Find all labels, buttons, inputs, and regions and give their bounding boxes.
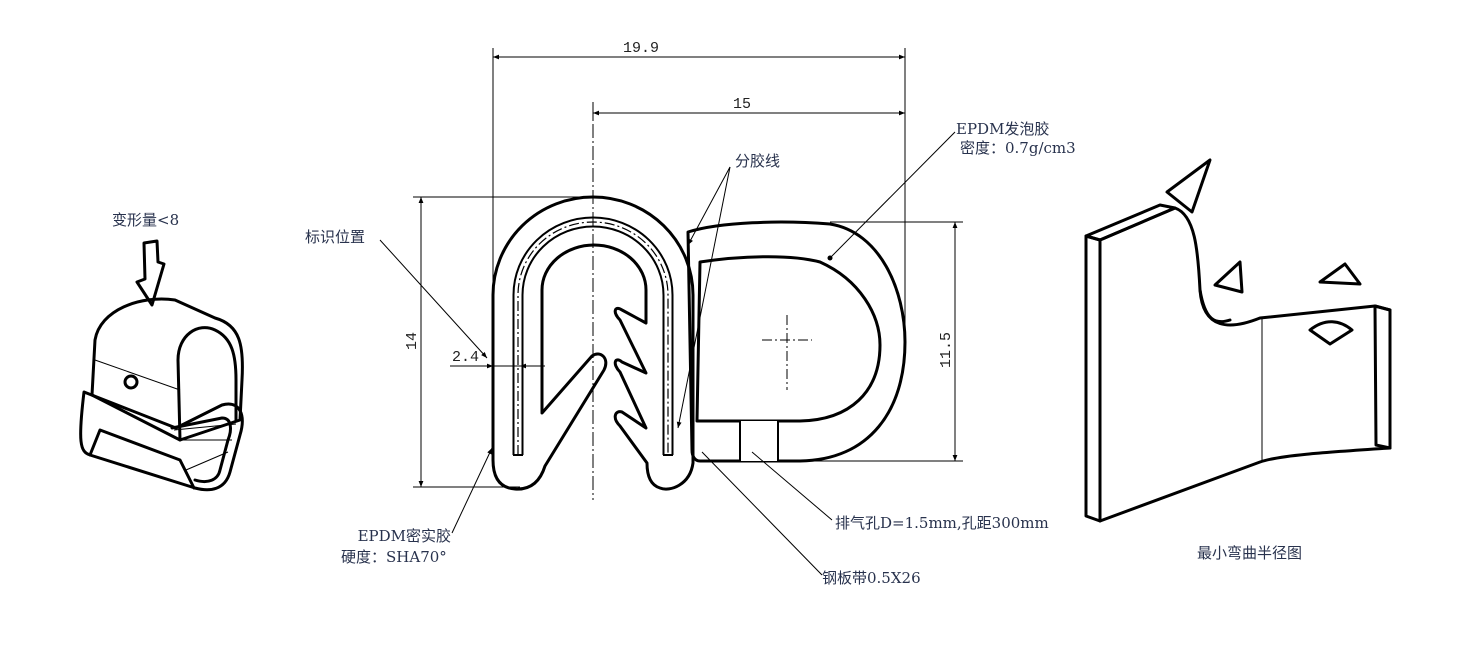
label-foam-material: EPDM发泡胶	[956, 120, 1049, 138]
triangle-marker-icon	[1318, 262, 1362, 286]
triangle-marker-icon	[1213, 260, 1244, 294]
down-arrow-icon	[135, 239, 166, 307]
label-min-bend-radius: 最小弯曲半径图	[1197, 544, 1302, 562]
dim-wall-thickness: 2.4	[452, 349, 479, 366]
vent-hole	[740, 421, 778, 461]
label-vent-hole: 排气孔D=1.5mm,孔距300mm	[835, 514, 1049, 532]
triangle-marker-icon	[1165, 158, 1212, 214]
label-marking-position: 标识位置	[305, 228, 365, 246]
label-foam-density: 密度：0.7g/cm3	[960, 139, 1076, 157]
dim-overall-width: 19.9	[623, 40, 659, 57]
arc-marker-icon	[1308, 320, 1354, 346]
dim-bulb-width: 15	[733, 96, 751, 113]
isometric-deformation-sketch: 变形量<8	[79, 211, 244, 492]
foam-bulb	[686, 220, 907, 463]
isometric-bend-radius-sketch: 最小弯曲半径图	[1084, 158, 1392, 562]
solid-clip	[491, 195, 695, 491]
dim-overall-height: 14	[404, 332, 421, 350]
leader-lines	[379, 131, 956, 576]
dim-bulb-height: 11.5	[938, 332, 955, 368]
label-parting-line: 分胶线	[735, 152, 780, 170]
dimension-lines	[413, 48, 963, 488]
profile-cross-section	[491, 102, 907, 500]
label-solid-hardness: 硬度：SHA70°	[341, 548, 447, 566]
label-solid-material: EPDM密实胶	[358, 527, 451, 545]
label-steel-band: 钢板带0.5X26	[822, 569, 921, 587]
label-deformation: 变形量<8	[112, 211, 179, 229]
